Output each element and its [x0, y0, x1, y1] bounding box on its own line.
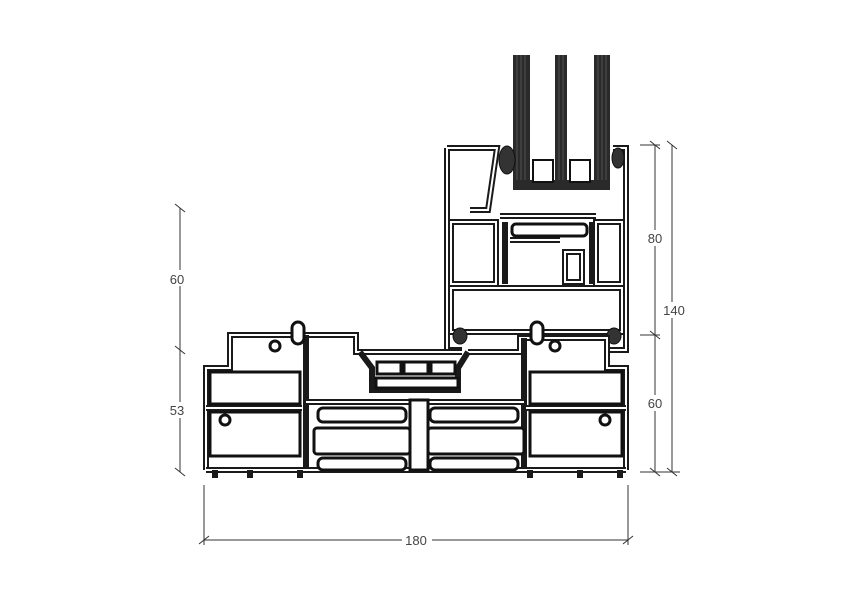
dim-left-lower: 53	[170, 403, 184, 418]
dim-right-total: 140	[663, 303, 685, 318]
dim-bottom-width: 180	[405, 533, 427, 548]
triple-glazing	[513, 55, 610, 190]
dim-right-frame: 60	[648, 396, 662, 411]
dim-left-upper: 60	[170, 272, 184, 287]
dimension-labels: 60 53 80 140 60 180	[165, 230, 690, 548]
frame-profile	[203, 320, 629, 478]
dim-right-sash: 80	[648, 231, 662, 246]
